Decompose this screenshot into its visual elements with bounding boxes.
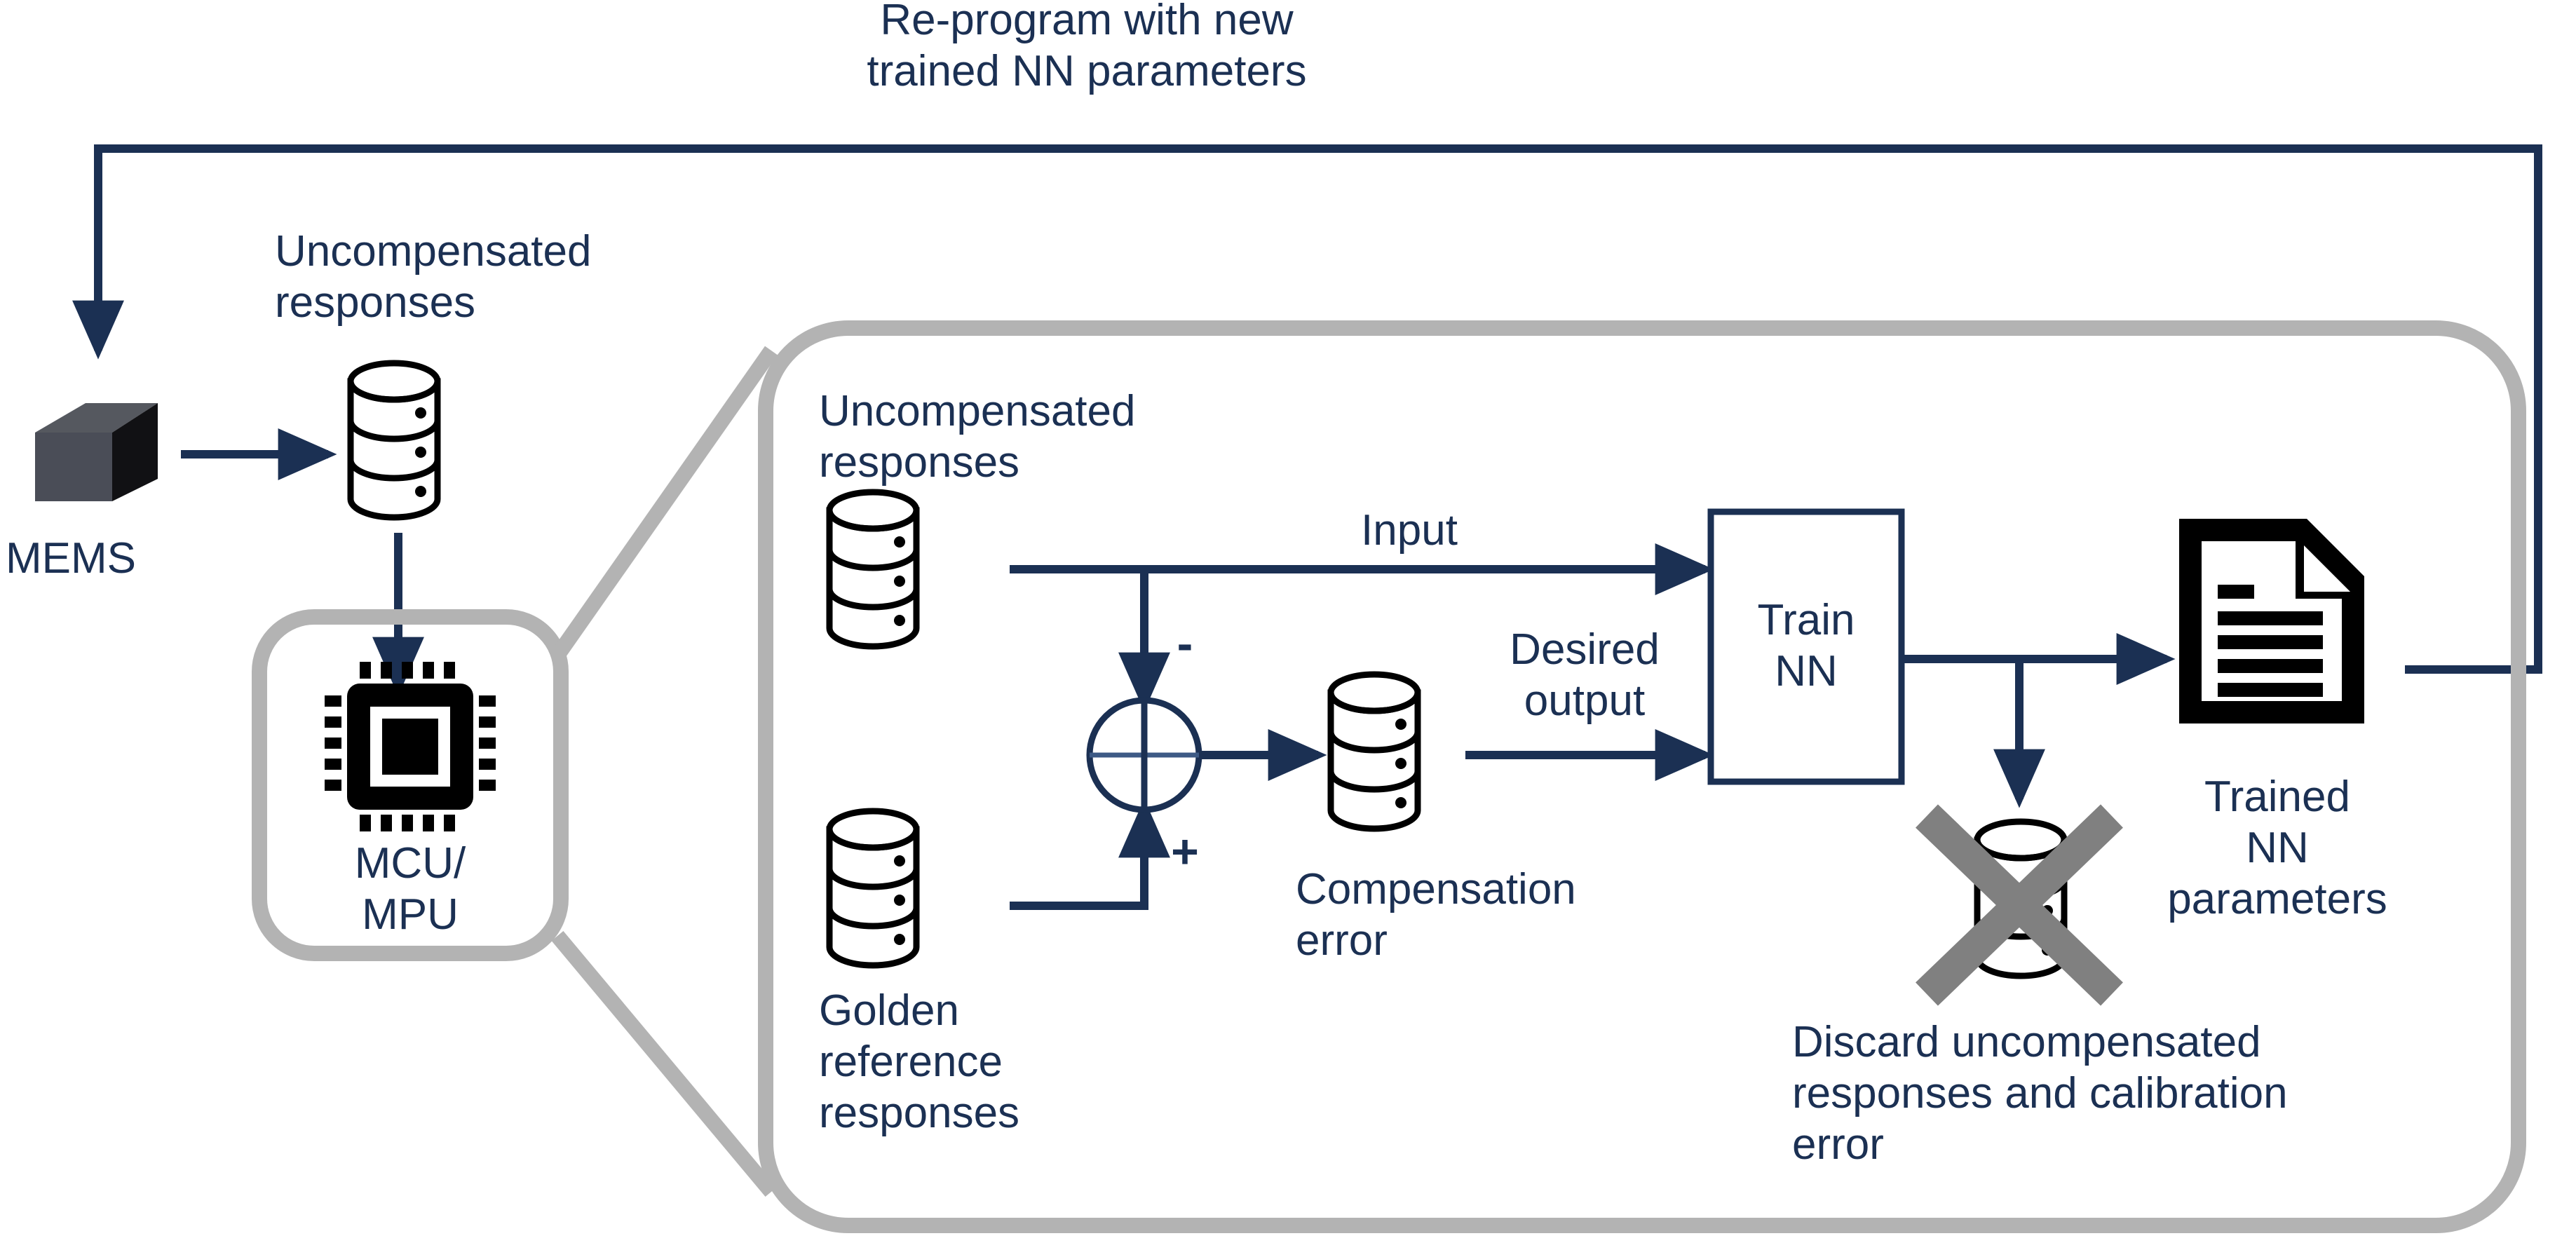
callout-connector-lines <box>550 346 778 1197</box>
uncompensated-database-icon-outer <box>351 363 438 517</box>
input-signal-path <box>1010 543 1714 712</box>
golden-reference-responses-label: Golden reference responses <box>819 986 1020 1138</box>
uncompensated-responses-label-panel: Uncompensated responses <box>819 387 1136 487</box>
trained-nn-parameters-label: Trained NN parameters <box>2167 773 2387 924</box>
microchip-icon <box>325 662 496 831</box>
golden-reference-signal-path <box>1010 799 1170 910</box>
feedback-caption: Re-program with new trained NN parameter… <box>867 0 1307 96</box>
summing-minus-sign: - <box>1177 617 1193 670</box>
summing-plus-sign: + <box>1171 825 1199 878</box>
mcu-container-box <box>252 609 569 961</box>
summing-junction-icon <box>1086 697 1202 813</box>
document-lines-icon <box>2179 519 2364 723</box>
compensation-error-label: Compensation error <box>1296 865 1576 965</box>
train-nn-label: Train NN <box>1757 596 1855 696</box>
feedback-loop-path <box>72 144 2542 674</box>
input-label: Input <box>1361 506 1458 555</box>
uncompensated-database-icon-panel <box>829 492 916 646</box>
compensation-error-database-icon <box>1331 674 1418 829</box>
golden-reference-database-icon <box>829 811 916 965</box>
train-nn-output-path <box>1902 633 2176 808</box>
mems-cube-icon <box>35 403 158 501</box>
mems-label: MEMS <box>6 534 136 583</box>
zoom-panel-box <box>758 320 2526 1233</box>
desired-output-label: Desired output <box>1510 625 1660 726</box>
uncompensated-responses-label-outer: Uncompensated responses <box>275 227 592 327</box>
mcu-mpu-label: MCU/ MPU <box>354 839 466 939</box>
train-nn-box <box>1707 508 1905 785</box>
discard-caption: Discard uncompensated responses and cali… <box>1792 1018 2288 1169</box>
discard-cross-icon <box>1916 804 2123 1006</box>
